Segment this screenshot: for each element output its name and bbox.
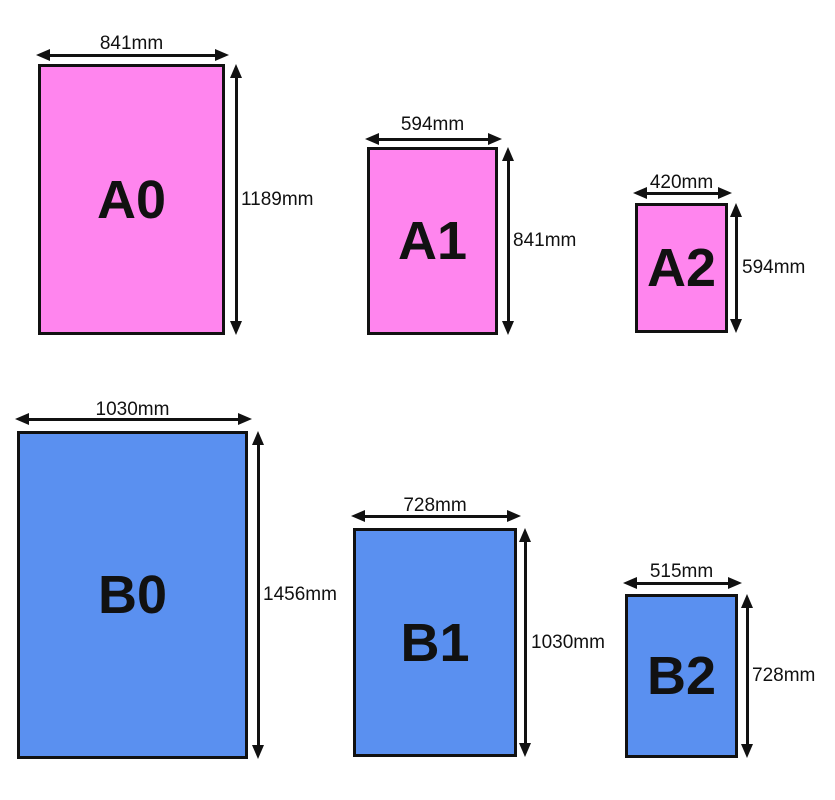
height-dimension-label: 594mm — [742, 257, 806, 278]
height-dimension-label: 841mm — [513, 230, 577, 251]
width-arrow-icon — [351, 510, 521, 523]
height-dimension-label: 1456mm — [263, 584, 337, 605]
width-dimension-label: 594mm — [400, 114, 465, 135]
width-dimension-label: 841mm — [99, 33, 164, 54]
paper-sheet: A1 — [367, 147, 498, 335]
height-arrow-icon — [519, 528, 532, 757]
width-arrow-icon — [15, 413, 252, 426]
width-arrow-icon — [365, 133, 502, 146]
paper-name: A1 — [397, 211, 468, 271]
height-arrow-icon — [252, 431, 265, 759]
paper-sheet: A0 — [38, 64, 225, 335]
paper-sheet: B2 — [625, 594, 738, 758]
height-dimension-label: 1030mm — [531, 631, 605, 653]
width-dimension-label: 515mm — [649, 561, 714, 582]
width-dimension-label: 420mm — [649, 172, 714, 193]
height-arrow-icon — [730, 203, 743, 333]
paper-name: A2 — [646, 238, 717, 298]
paper-name: B2 — [646, 646, 717, 706]
width-arrow-icon — [633, 187, 732, 200]
height-arrow-icon — [230, 64, 243, 335]
height-dimension-label: 728mm — [752, 665, 816, 686]
width-dimension-label: 728mm — [403, 495, 467, 516]
height-arrow-icon — [502, 147, 515, 335]
paper-name: A0 — [96, 169, 167, 230]
paper-name: B1 — [400, 612, 470, 673]
width-arrow-icon — [623, 577, 742, 590]
paper-name: B0 — [97, 565, 168, 625]
width-dimension-label: 1030mm — [95, 399, 170, 420]
height-arrow-icon — [741, 594, 754, 758]
paper-sheet: B0 — [17, 431, 248, 759]
paper-sheet: B1 — [353, 528, 517, 757]
height-dimension-label: 1189mm — [241, 188, 314, 210]
paper-sheet: A2 — [635, 203, 728, 333]
width-arrow-icon — [36, 49, 229, 62]
